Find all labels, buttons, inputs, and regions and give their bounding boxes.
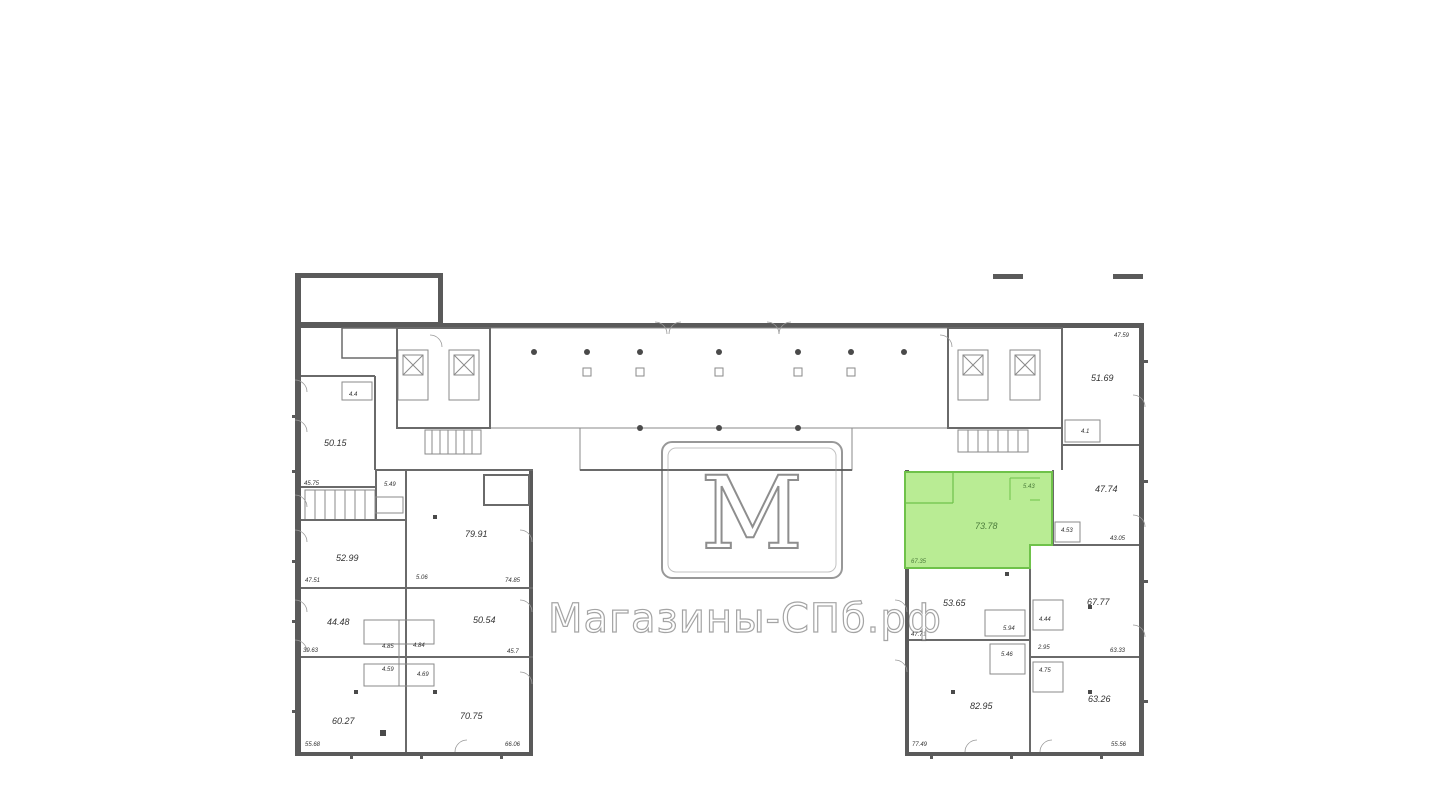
outer-walls <box>295 323 1144 756</box>
area-labels-large: 50.15 52.99 44.48 60.27 79.91 50.54 70.7… <box>324 373 1118 726</box>
area-label-small: 47.51 <box>305 578 320 584</box>
area-label-small: 5.94 <box>1003 626 1015 632</box>
area-label: 67.77 <box>1087 597 1111 607</box>
area-label: 50.54 <box>473 615 496 625</box>
area-label-small: 63.33 <box>1110 648 1126 654</box>
area-label-small: 4.1 <box>1081 429 1089 435</box>
right-wing-partitions <box>909 328 1139 752</box>
area-label-small: 45.75 <box>304 481 320 487</box>
area-label-small: 77.49 <box>912 742 928 748</box>
area-label-small: 4.84 <box>413 643 425 649</box>
left-wing-wc <box>341 381 435 687</box>
right-wing-wc <box>984 419 1101 693</box>
watermark-logo-letter: M <box>701 455 803 572</box>
area-label: 63.26 <box>1088 694 1111 704</box>
area-label: 53.65 <box>943 598 967 608</box>
area-label-small: 4.53 <box>1061 528 1073 534</box>
area-labels-small: 47.59 45.75 4.4 5.49 47.51 39.63 4.85 4.… <box>303 333 1130 748</box>
area-label: 70.75 <box>460 711 484 721</box>
left-wing-pillars <box>354 515 437 736</box>
area-label-small: 4.4 <box>349 392 358 398</box>
area-label-small: 43.05 <box>1110 536 1126 542</box>
atrium <box>489 327 949 471</box>
area-label: 82.95 <box>970 701 994 711</box>
left-core <box>304 327 491 521</box>
window-marks <box>292 360 1148 759</box>
area-label-small: 47.71 <box>911 632 926 638</box>
area-label-small: 4.85 <box>382 644 394 650</box>
area-label-small: 5.49 <box>384 482 396 488</box>
area-label-small: 4.75 <box>1039 668 1051 674</box>
area-label: 50.15 <box>324 438 348 448</box>
area-label: 44.48 <box>327 617 350 627</box>
left-wing-partitions <box>301 375 533 752</box>
area-label: 52.99 <box>336 553 359 563</box>
area-label-small: 4.59 <box>382 667 394 673</box>
area-label-small: 5.06 <box>416 575 428 581</box>
area-label: 79.91 <box>465 529 488 539</box>
area-label-highlighted: 73.78 <box>975 521 998 531</box>
annex-block <box>295 273 443 328</box>
highlighted-unit-73-78[interactable] <box>904 471 1053 569</box>
right-wing-pillars <box>951 572 1092 694</box>
area-label-small: 55.68 <box>305 742 321 748</box>
area-label-small: 45.7 <box>507 649 519 655</box>
area-label-small: 4.69 <box>417 672 429 678</box>
area-label-small: 47.59 <box>1114 333 1130 339</box>
scale-bar-right <box>1113 274 1143 279</box>
area-label-small: 55.56 <box>1111 742 1127 748</box>
area-label-small: 2.95 <box>1037 645 1050 651</box>
area-label: 60.27 <box>332 716 356 726</box>
area-label-small: 66.06 <box>505 742 521 748</box>
area-label-small: 4.44 <box>1039 617 1051 623</box>
door-arcs <box>294 321 1146 753</box>
area-label: 51.69 <box>1091 373 1114 383</box>
area-label-small: 67.35 <box>911 559 927 565</box>
right-core <box>947 327 1063 453</box>
area-label-small: 39.63 <box>303 648 319 654</box>
area-label-small: 5.46 <box>1001 652 1013 658</box>
watermark-logo: M <box>661 441 843 579</box>
area-label-small: 5.43 <box>1023 484 1035 490</box>
watermark-brand-text: Магазины-СПб.рф <box>547 595 942 642</box>
area-label-small: 74.85 <box>505 578 521 584</box>
area-label: 47.74 <box>1095 484 1118 494</box>
scale-bar-left <box>993 274 1023 279</box>
